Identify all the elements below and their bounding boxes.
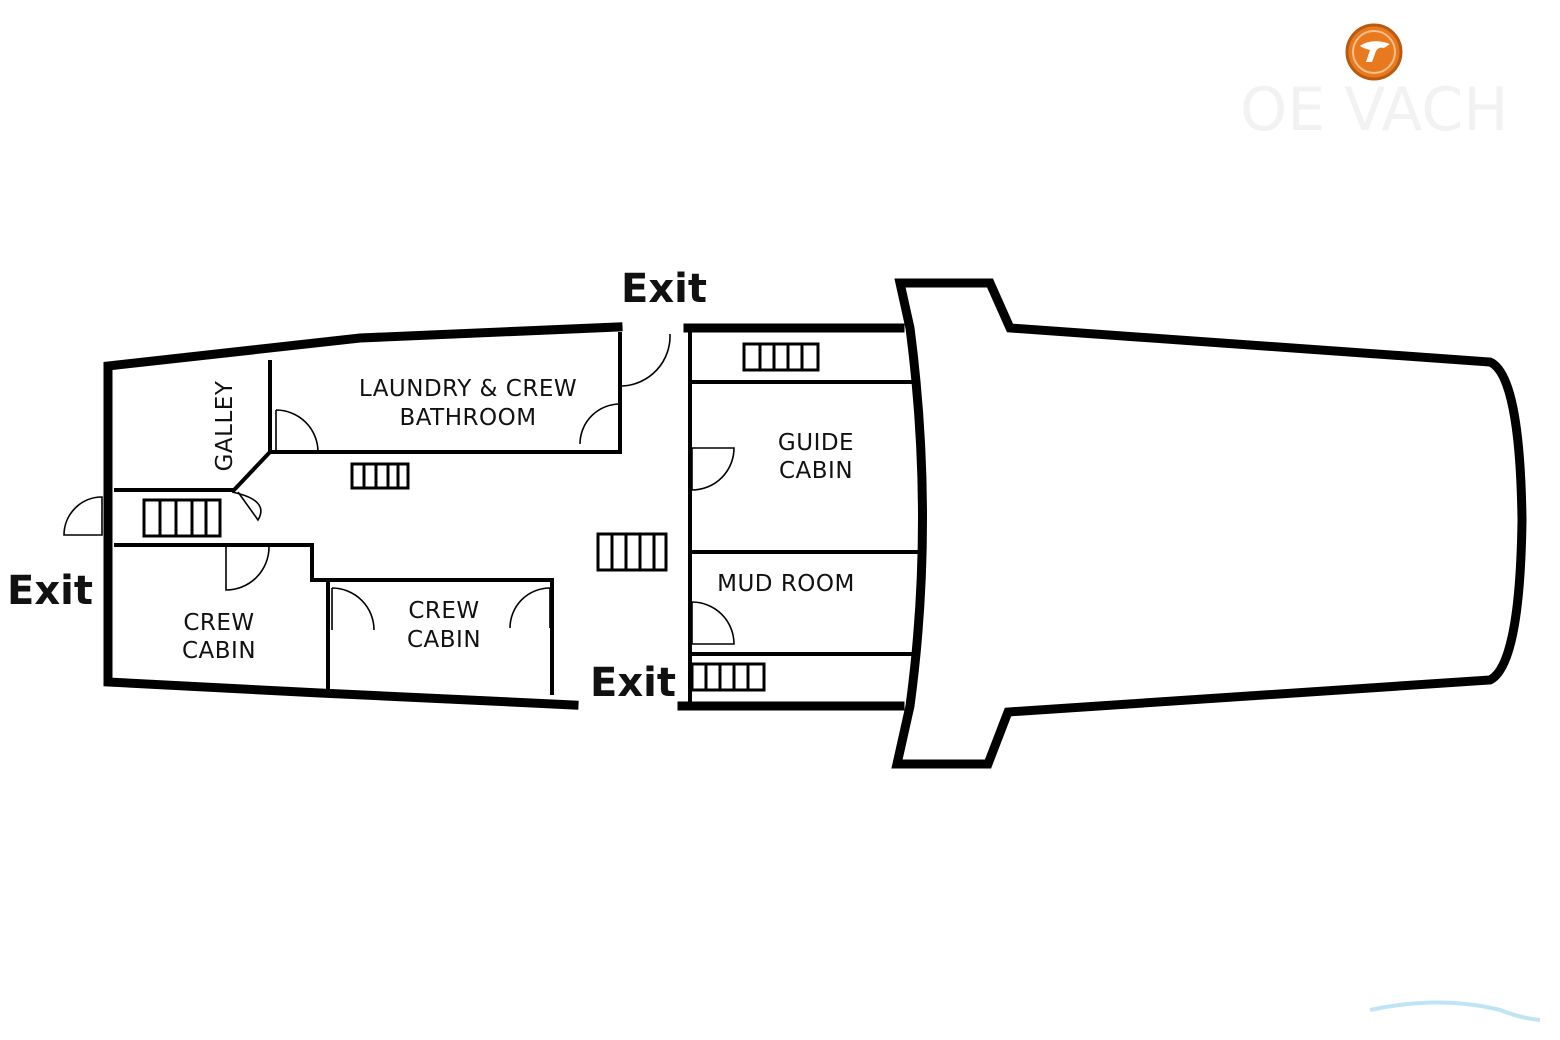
exit-label-top: Exit [621, 266, 707, 312]
midship-walls [677, 323, 905, 711]
stair-entry [142, 498, 222, 538]
mud-room-label: MUD ROOM [717, 571, 855, 597]
bow-outline [891, 278, 1527, 769]
exit-label-bottom: Exit [590, 660, 676, 706]
watermark-swoosh [1369, 1000, 1541, 1022]
brand-logo [1345, 23, 1403, 81]
galley-label: GALLEY [212, 380, 238, 471]
laundry-label-line2: BATHROOM [399, 405, 536, 431]
stair-lower-exit [690, 662, 766, 692]
crew-cabin-1-line2: CABIN [182, 638, 256, 664]
guide-cabin-line2: CABIN [779, 458, 853, 484]
exit-label-left: Exit [7, 568, 93, 614]
crew-cabin-2-line2: CABIN [407, 627, 481, 653]
guide-cabin-line1: GUIDE [778, 430, 854, 456]
aft-partitions [114, 332, 622, 695]
stair-laundry [742, 342, 820, 372]
stair-corridor-mid [596, 532, 668, 572]
door-swings [63, 333, 735, 645]
watermark-text: OE VACH [1240, 75, 1508, 145]
stair-corridor-aft [350, 462, 410, 490]
crew-cabin-1-line1: CREW [183, 610, 254, 636]
midship-partitions [688, 331, 922, 702]
aft-hull-walls [103, 322, 623, 710]
crew-cabin-2-line1: CREW [408, 598, 479, 624]
laundry-label-line1: LAUNDRY & CREW [359, 376, 577, 402]
stairs [142, 342, 820, 692]
